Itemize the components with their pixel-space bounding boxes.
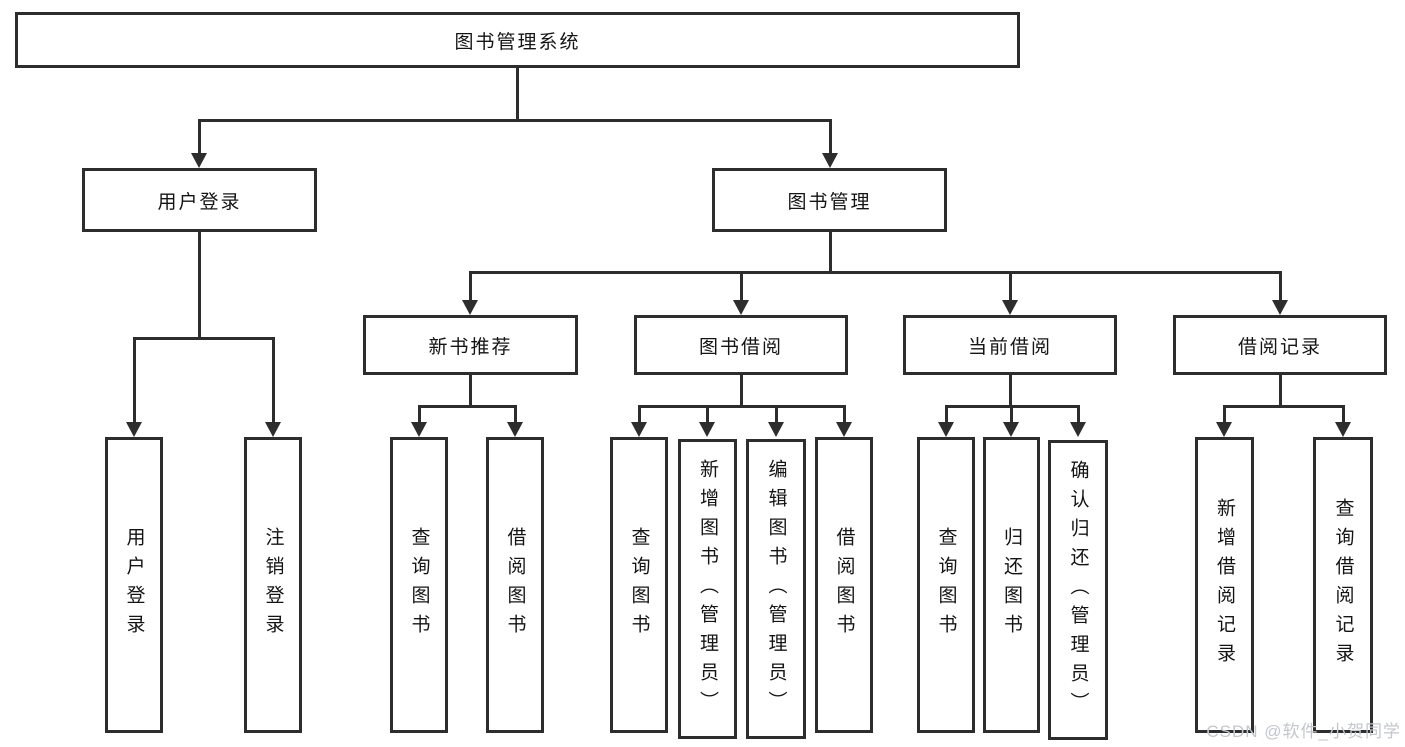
arrow-down-icon xyxy=(1335,422,1351,437)
node-borrow-records: 借阅记录 xyxy=(1173,315,1387,375)
connector-line xyxy=(1223,405,1226,423)
arrow-down-icon xyxy=(938,422,954,437)
connector-line xyxy=(740,375,743,407)
leaf-confirm-return-admin: 确认归还（管理员） xyxy=(1048,440,1108,740)
leaf-add-book-admin: 新增图书（管理员） xyxy=(678,439,737,739)
connector-line xyxy=(775,405,778,423)
connector-line xyxy=(706,405,709,423)
arrow-down-icon xyxy=(768,422,784,437)
connector-line xyxy=(133,337,136,422)
connector-line xyxy=(638,405,846,408)
connector-line xyxy=(469,271,1282,274)
connector-line xyxy=(829,232,832,272)
arrow-down-icon xyxy=(462,300,478,315)
connector-line xyxy=(133,337,274,340)
node-new-book-recommend: 新书推荐 xyxy=(363,315,578,375)
leaf-edit-book-admin: 编辑图书（管理员） xyxy=(746,439,806,739)
connector-line xyxy=(469,375,472,407)
leaf-query-books-current: 查询图书 xyxy=(917,437,975,733)
node-book-management: 图书管理 xyxy=(712,168,947,232)
arrow-down-icon xyxy=(631,422,647,437)
arrow-down-icon xyxy=(1003,422,1019,437)
arrow-down-icon xyxy=(733,300,749,315)
connector-line xyxy=(272,337,275,422)
connector-line xyxy=(516,68,519,120)
connector-line xyxy=(1009,271,1012,301)
leaf-return-books: 归还图书 xyxy=(983,437,1040,733)
node-root-library-system: 图书管理系统 xyxy=(15,12,1020,68)
connector-line xyxy=(945,405,948,423)
node-user-login: 用户登录 xyxy=(82,168,317,232)
connector-line xyxy=(198,119,201,154)
connector-line xyxy=(1077,405,1080,423)
connector-line xyxy=(638,405,641,423)
leaf-user-login: 用户登录 xyxy=(105,437,163,733)
arrow-down-icon xyxy=(822,153,838,168)
leaf-borrow-books-recommend: 借阅图书 xyxy=(486,437,544,733)
connector-line xyxy=(1279,375,1282,407)
connector-line xyxy=(1009,375,1012,407)
connector-line xyxy=(514,405,517,423)
connector-line xyxy=(198,119,832,122)
arrow-down-icon xyxy=(1216,422,1232,437)
arrow-down-icon xyxy=(699,422,715,437)
connector-line xyxy=(198,232,201,338)
leaf-logout: 注销登录 xyxy=(244,437,302,733)
arrow-down-icon xyxy=(411,422,427,437)
connector-line xyxy=(1223,405,1345,408)
arrow-down-icon xyxy=(126,422,142,437)
node-book-borrow: 图书借阅 xyxy=(634,315,848,375)
connector-line xyxy=(740,271,743,301)
leaf-query-books-borrow: 查询图书 xyxy=(610,437,668,733)
arrow-down-icon xyxy=(836,422,852,437)
arrow-down-icon xyxy=(1070,422,1086,437)
connector-line xyxy=(418,405,421,423)
connector-line xyxy=(418,405,517,408)
node-current-borrow: 当前借阅 xyxy=(903,315,1117,375)
connector-line xyxy=(1342,405,1345,423)
arrow-down-icon xyxy=(1002,300,1018,315)
watermark: CSDN @软件_小贺同学 xyxy=(1206,722,1401,741)
arrow-down-icon xyxy=(1272,300,1288,315)
connector-line xyxy=(829,119,832,154)
connector-line xyxy=(1279,271,1282,301)
leaf-borrow-books-borrow: 借阅图书 xyxy=(815,437,873,733)
leaf-query-borrow-record: 查询借阅记录 xyxy=(1313,437,1373,733)
leaf-add-borrow-record: 新增借阅记录 xyxy=(1195,437,1254,733)
connector-line xyxy=(469,271,472,301)
arrow-down-icon xyxy=(191,153,207,168)
arrow-down-icon xyxy=(507,422,523,437)
arrow-down-icon xyxy=(265,422,281,437)
leaf-query-books-recommend: 查询图书 xyxy=(390,437,448,733)
connector-line xyxy=(843,405,846,423)
connector-line xyxy=(1010,405,1013,423)
